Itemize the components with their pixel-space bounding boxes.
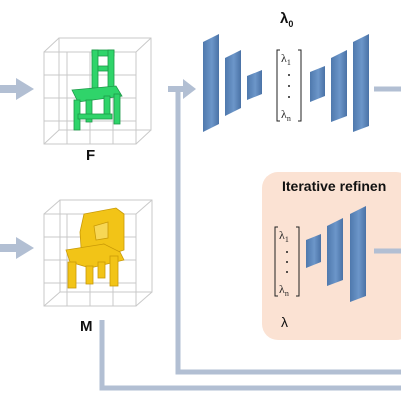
- encoder-layer-1: [203, 34, 219, 132]
- refine-layer-1: [306, 234, 321, 268]
- lambda0-label: λ0: [280, 10, 294, 29]
- voxel-chair-yellow: [65, 207, 125, 289]
- lambda-label: λ: [281, 314, 288, 330]
- skip-connection-lines: [99, 86, 401, 391]
- network-input-arrow: [168, 79, 196, 99]
- voxel-cube-f: [43, 37, 152, 145]
- decoder-layer-1: [310, 66, 325, 102]
- iterative-refinement-title: Iterative refinen: [282, 178, 387, 194]
- bottom-latent-vector: [274, 226, 300, 297]
- bottom-vector-dots: [286, 251, 288, 273]
- encoder-layer-3: [247, 70, 262, 100]
- top-latent-vector: [276, 49, 302, 122]
- label-m: M: [80, 318, 93, 335]
- input-arrow-f: [0, 78, 34, 100]
- decoder-layer-2: [331, 50, 347, 122]
- top-vector-first: λ1: [281, 51, 291, 67]
- refine-layer-2: [327, 218, 343, 286]
- top-decoder: [310, 34, 369, 132]
- voxel-chair-green: [71, 49, 123, 131]
- voxel-cube-m: [43, 199, 153, 307]
- refine-layer-3: [350, 206, 366, 302]
- decoder-layer-3: [353, 34, 369, 132]
- label-f: F: [86, 147, 96, 164]
- top-encoder: [203, 34, 262, 132]
- top-vector-dots: [288, 74, 290, 98]
- encoder-layer-2: [225, 50, 241, 116]
- bottom-decoder: [306, 206, 366, 302]
- bottom-vector-last: λn: [279, 282, 289, 298]
- bottom-vector-first: λ1: [279, 228, 289, 244]
- input-arrow-m: [0, 237, 34, 259]
- top-vector-last: λn: [281, 107, 291, 123]
